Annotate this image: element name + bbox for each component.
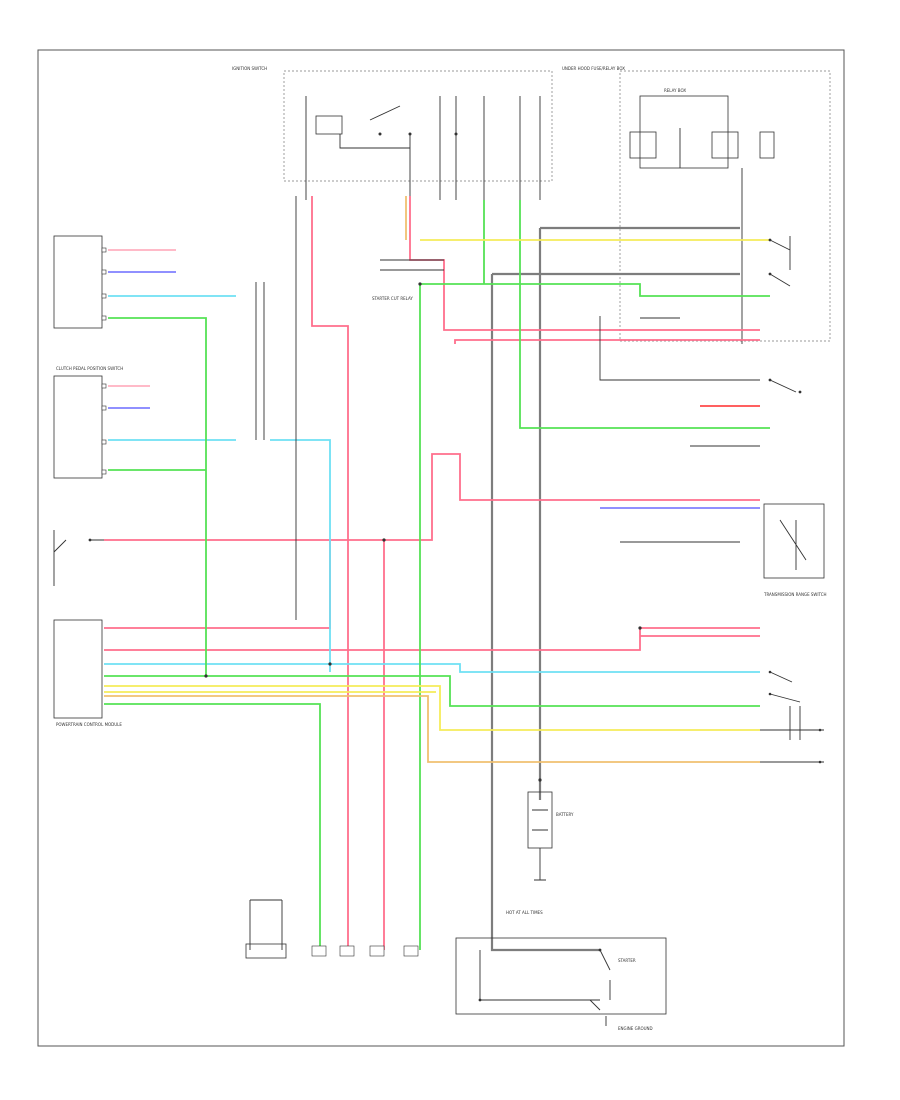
range-switch-contacts xyxy=(760,670,824,764)
label-clutch-pedal-switch: CLUTCH PEDAL POSITION SWITCH xyxy=(56,366,123,371)
wire-ltpink-top xyxy=(108,249,176,387)
wire-black-misc xyxy=(255,196,760,620)
data-link-connector-lower xyxy=(53,375,107,479)
clutch-interlock-switch xyxy=(768,378,802,394)
label-hot-at-all-times: HOT AT ALL TIMES xyxy=(506,910,543,915)
powertrain-control-module-block xyxy=(53,619,103,719)
clutch-switch-block xyxy=(53,530,104,586)
wire-pink-ignition xyxy=(104,196,760,950)
label-powertrain-control-module: POWERTRAIN CONTROL MODULE xyxy=(56,722,122,727)
ignition-switch-module xyxy=(283,70,553,200)
starter-assembly xyxy=(455,937,667,1026)
label-engine-ground: ENGINE GROUND xyxy=(618,1026,653,1031)
wire-green-starter xyxy=(104,200,770,950)
splice-nodes xyxy=(204,282,642,782)
label-relay-box: RELAY BOX xyxy=(664,88,686,93)
label-battery: BATTERY xyxy=(556,812,574,817)
label-starter: STARTER xyxy=(618,958,636,963)
wire-orange-range xyxy=(104,196,760,763)
label-ignition-switch: IGNITION SWITCH xyxy=(232,66,267,71)
label-under-hood-fuse-box: UNDER HOOD FUSE/RELAY BOX xyxy=(562,66,625,71)
under-hood-fuse-box xyxy=(619,70,831,344)
ecm-bottom-connector xyxy=(245,899,419,959)
starter-cut-relay-switch xyxy=(768,236,791,287)
label-starter-cut-relay: STARTER CUT RELAY xyxy=(372,296,413,301)
wire-yellow-range xyxy=(104,239,770,731)
battery-symbol xyxy=(527,791,553,881)
wire-blue-dlc xyxy=(108,271,760,509)
diagram-frame xyxy=(37,49,845,1047)
label-transmission-range-switch: TRANSMISSION RANGE SWITCH xyxy=(763,592,827,597)
wire-gray-battery xyxy=(490,226,740,952)
transmission-range-switch-block xyxy=(763,503,825,579)
data-link-connector-upper xyxy=(53,235,107,329)
wire-cyan-can xyxy=(104,295,760,673)
